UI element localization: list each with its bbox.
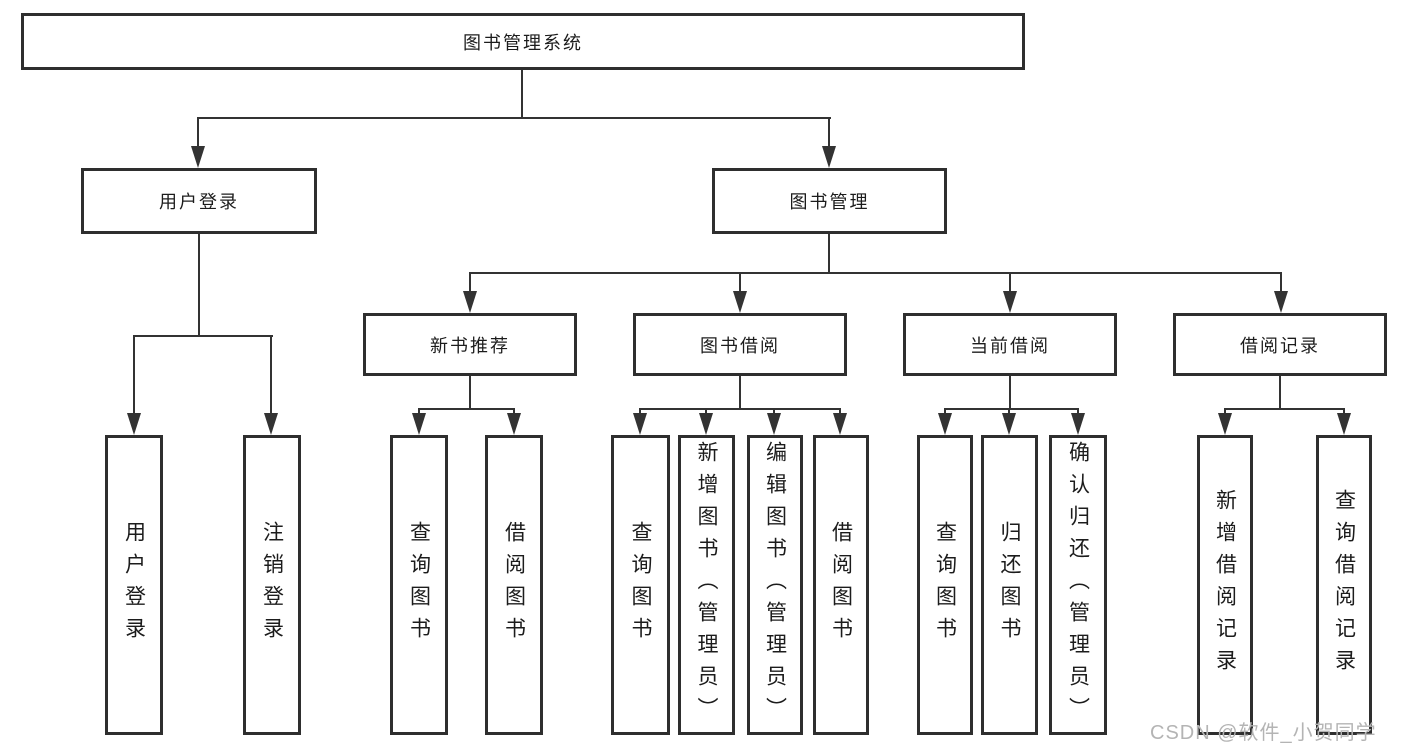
connector-line: [1009, 376, 1011, 410]
arrow-down-icon: [1337, 413, 1351, 435]
connector-line: [944, 408, 1079, 410]
arrow-down-icon: [833, 413, 847, 435]
connector-line: [1280, 272, 1282, 292]
leaf-current-query-book-label: 查询图书: [933, 521, 957, 649]
leaf-user-login: 用户登录: [105, 435, 163, 735]
connector-line: [1008, 408, 1010, 416]
node-book-borrow-label: 图书借阅: [700, 335, 780, 356]
leaf-recommend-borrow-book-label: 借阅图书: [502, 521, 526, 649]
connector-line: [469, 272, 471, 292]
arrow-down-icon: [1218, 413, 1232, 435]
node-root-label: 图书管理系统: [463, 32, 583, 53]
connector-line: [839, 408, 841, 416]
arrow-down-icon: [699, 413, 713, 435]
leaf-user-login-label: 用户登录: [122, 521, 146, 649]
node-current-borrow-label: 当前借阅: [970, 335, 1050, 356]
arrow-down-icon: [633, 413, 647, 435]
leaf-borrow-edit-book-label: 编辑图书（管理员）: [763, 441, 787, 729]
leaf-borrow-query-book-label: 查询图书: [629, 521, 652, 649]
leaf-current-confirm-return-label: 确认归还（管理员）: [1066, 441, 1090, 729]
csdn-watermark: CSDN @软件_小贺同学: [1150, 722, 1377, 744]
arrow-down-icon: [1003, 291, 1017, 313]
connector-line: [1224, 408, 1226, 416]
connector-line: [773, 408, 775, 416]
node-book-management: 图书管理: [712, 168, 947, 234]
connector-line: [198, 234, 200, 336]
arrow-down-icon: [264, 413, 278, 435]
leaf-current-confirm-return: 确认归还（管理员）: [1049, 435, 1107, 735]
connector-line: [944, 408, 946, 416]
connector-line: [270, 335, 272, 415]
arrow-down-icon: [733, 291, 747, 313]
leaf-recommend-query-book: 查询图书: [390, 435, 448, 735]
connector-line: [1279, 376, 1281, 410]
arrow-down-icon: [191, 146, 205, 168]
node-user-login: 用户登录: [81, 168, 317, 234]
leaf-borrow-borrow-book: 借阅图书: [813, 435, 869, 735]
leaf-current-query-book: 查询图书: [917, 435, 973, 735]
connector-line: [739, 376, 741, 410]
leaf-records-query-record-label: 查询借阅记录: [1332, 489, 1356, 681]
node-root: 图书管理系统: [21, 13, 1025, 70]
node-current-borrow: 当前借阅: [903, 313, 1117, 376]
arrow-down-icon: [1071, 413, 1085, 435]
leaf-recommend-query-book-label: 查询图书: [407, 521, 431, 649]
leaf-borrow-query-book: 查询图书: [611, 435, 670, 735]
arrow-down-icon: [822, 146, 836, 168]
node-new-book-recommend-label: 新书推荐: [430, 335, 510, 356]
arrow-down-icon: [1274, 291, 1288, 313]
connector-line: [639, 408, 641, 416]
leaf-logout-label: 注销登录: [260, 521, 284, 649]
connector-line: [1224, 408, 1345, 410]
node-new-book-recommend: 新书推荐: [363, 313, 577, 376]
connector-line: [469, 272, 1282, 274]
connector-line: [1077, 408, 1079, 416]
arrow-down-icon: [1002, 413, 1016, 435]
connector-line: [469, 376, 471, 410]
connector-line: [828, 234, 830, 273]
leaf-recommend-borrow-book: 借阅图书: [485, 435, 543, 735]
leaf-records-add-record: 新增借阅记录: [1197, 435, 1253, 735]
connector-line: [739, 272, 741, 292]
connector-line: [1009, 272, 1011, 292]
connector-line: [197, 117, 199, 148]
arrow-down-icon: [938, 413, 952, 435]
connector-line: [133, 335, 273, 337]
connector-line: [521, 69, 523, 119]
connector-line: [418, 408, 515, 410]
arrow-down-icon: [507, 413, 521, 435]
leaf-records-add-record-label: 新增借阅记录: [1213, 489, 1237, 681]
leaf-records-query-record: 查询借阅记录: [1316, 435, 1372, 735]
node-borrow-records: 借阅记录: [1173, 313, 1387, 376]
connector-line: [705, 408, 707, 416]
node-borrow-records-label: 借阅记录: [1240, 335, 1320, 356]
leaf-borrow-edit-book: 编辑图书（管理员）: [747, 435, 803, 735]
connector-line: [418, 408, 420, 416]
leaf-borrow-borrow-book-label: 借阅图书: [829, 521, 853, 649]
leaf-borrow-add-book: 新增图书（管理员）: [678, 435, 735, 735]
leaf-logout: 注销登录: [243, 435, 301, 735]
connector-line: [639, 408, 841, 410]
connector-line: [828, 117, 830, 148]
leaf-borrow-add-book-label: 新增图书（管理员）: [695, 441, 718, 729]
leaf-current-return-book: 归还图书: [981, 435, 1038, 735]
connector-line: [1343, 408, 1345, 416]
leaf-current-return-book-label: 归还图书: [998, 521, 1021, 649]
arrow-down-icon: [412, 413, 426, 435]
node-book-management-label: 图书管理: [789, 192, 870, 212]
connector-line: [197, 117, 831, 119]
connector-line: [513, 408, 515, 416]
connector-line: [133, 335, 135, 415]
node-user-login-label: 用户登录: [159, 192, 239, 212]
arrow-down-icon: [767, 413, 781, 435]
arrow-down-icon: [463, 291, 477, 313]
node-book-borrow: 图书借阅: [633, 313, 847, 376]
arrow-down-icon: [127, 413, 141, 435]
